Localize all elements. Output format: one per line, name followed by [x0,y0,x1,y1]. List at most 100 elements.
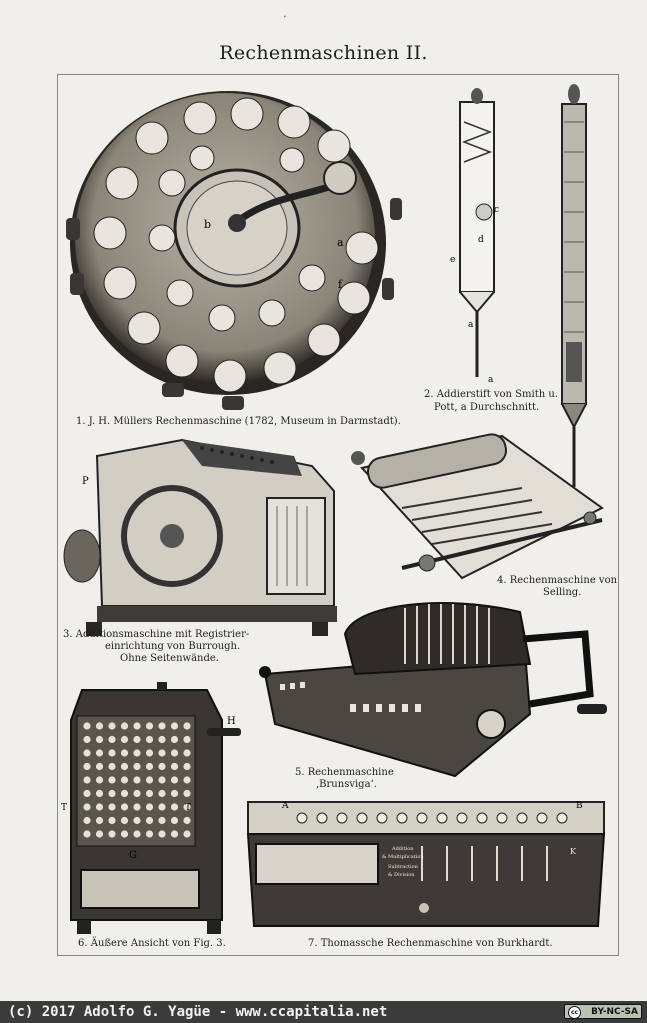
fig6-caption: 6. Äußere Ansicht von Fig. 3. [78,938,226,949]
plate-frame [57,74,619,956]
fig7-label-a: A [281,801,289,811]
key [95,749,104,757]
page-title: Rechenmaschinen II. [219,42,428,64]
key [170,722,179,730]
footer-credit: (c) 2017 Adolfo G. Yagüe - www.ccapitali… [8,1004,388,1020]
key [108,816,116,825]
fig7-caption: 7. Thomassche Rechenmaschine von Burkhar… [308,938,553,949]
key [133,762,141,771]
key [183,735,191,744]
fig2-caption-line1: 2. Addierstift von Smith u. [424,389,558,400]
fig2-label-d: d [478,235,484,245]
key [183,762,191,771]
key [108,776,116,784]
key [108,735,116,744]
key [183,776,191,784]
key [120,749,129,757]
key [83,762,91,771]
fig1-mueller-machine: b a f [66,91,402,410]
key [133,749,141,757]
key [145,749,154,757]
key [95,830,104,838]
key [145,762,154,771]
key [95,816,104,825]
fig2-label-c: c [494,205,499,215]
fig6-label-t2: T [185,803,191,813]
key [133,830,141,838]
fig7-text-addition: Addition [391,846,414,852]
key [183,749,191,757]
key [145,722,154,730]
key [158,722,166,730]
footer-bar: (c) 2017 Adolfo G. Yagüe - www.ccapitali… [0,1001,647,1023]
fig4-caption-line1: 4. Rechenmaschine von [497,575,618,586]
key [95,776,104,784]
key [170,776,179,784]
key [158,803,166,811]
key [133,776,141,784]
fig6-label-t1: T [61,803,67,813]
key [120,735,129,744]
key [133,803,141,811]
cc-icon: cc [568,1006,581,1019]
key [95,789,104,798]
key [183,722,191,730]
key [108,803,116,811]
key [145,776,154,784]
key [158,749,166,757]
key [108,789,116,798]
fig1-label-f: f [338,278,343,291]
key [145,816,154,825]
result-dial [336,812,348,824]
key [108,762,116,771]
license-badge[interactable]: cc BY-NC-SA [564,1004,642,1019]
key [120,762,129,771]
key [108,830,116,838]
fig2-adding-pencil: e d c a a [450,84,587,487]
fig5-caption-line1: 5. Rechenmaschine [295,767,394,778]
key [158,830,166,838]
key [83,816,91,825]
fig2-label-e: e [450,255,455,265]
key [120,803,129,811]
key [133,735,141,744]
fig3-burroughs-machine: P [63,438,337,636]
key [145,803,154,811]
result-dial [456,812,468,824]
fig1-label-a: a [337,236,344,249]
key [108,722,116,730]
fig7-text-division: & Division [388,872,415,878]
key [170,830,179,838]
key [133,789,141,798]
fig7-thomas-machine: Addition & Multiplication Subtraction & … [246,801,606,927]
key [145,789,154,798]
fig2-caption-line2: Pott, a Durchschnitt. [434,402,540,413]
key [83,735,91,744]
result-dial [516,812,528,824]
fig6-label-h: H [227,716,236,727]
key [120,789,129,798]
fig5-brunsviga [259,602,607,778]
key [83,803,91,811]
key [83,749,91,757]
key [95,803,104,811]
key [183,789,191,798]
key [170,749,179,757]
key [158,816,166,825]
result-dial [356,812,368,824]
key [133,722,141,730]
key [170,735,179,744]
key [170,816,179,825]
fig1-label-b: b [204,218,211,231]
key [183,816,191,825]
key [170,762,179,771]
result-dial [376,812,388,824]
fig7-text-subtraction: Subtraction [388,864,419,870]
result-dial [476,812,488,824]
key [170,789,179,798]
key [120,722,129,730]
fig3-label-p: P [82,476,89,487]
fig4-caption-line2: Selling. [543,587,582,598]
fig2-label-a1: a [468,320,474,330]
key [120,776,129,784]
